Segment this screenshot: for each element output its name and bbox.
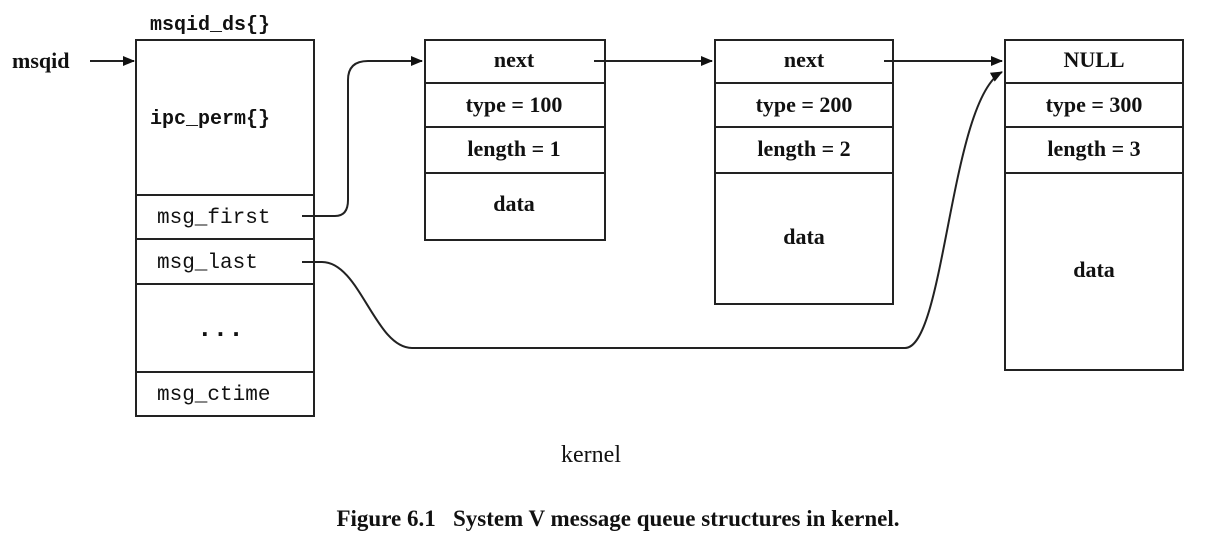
message-node-2: next type = 200 length = 2 data [714, 39, 894, 305]
message-length: length = 3 [1047, 136, 1140, 161]
ipc-perm-field: ipc_perm{} [150, 108, 270, 131]
kernel-label: kernel [561, 442, 621, 468]
message-node-3: NULL type = 300 length = 3 data [1004, 39, 1184, 371]
msg-first-field: msg_first [157, 207, 270, 230]
message-type: type = 100 [466, 92, 563, 117]
msg-last-pointer [302, 71, 1003, 349]
message-length: length = 1 [467, 136, 560, 161]
msg-first-pointer [302, 56, 423, 217]
message-data: data [493, 191, 535, 216]
msg-last-field: msg_last [157, 252, 258, 275]
message-type: type = 200 [756, 92, 853, 117]
message-next: next [784, 47, 825, 72]
message-data: data [783, 224, 825, 249]
msg-ctime-field: msg_ctime [157, 384, 270, 407]
ellipsis-field: ... [197, 314, 244, 344]
message-next: NULL [1063, 47, 1124, 72]
message-length: length = 2 [757, 136, 850, 161]
figure-caption: Figure 6.1 System V message queue struct… [336, 506, 899, 531]
message-type: type = 300 [1046, 92, 1143, 117]
message-next: next [494, 47, 535, 72]
message-data: data [1073, 257, 1115, 282]
msqid-label: msqid [12, 48, 69, 73]
message-node-1: next type = 100 length = 1 data [424, 39, 606, 241]
msqid-ds-struct: ipc_perm{} msg_first msg_last ... msg_ct… [135, 39, 315, 417]
msqid-ds-title: msqid_ds{} [150, 14, 270, 37]
message-box [1004, 39, 1184, 371]
message-box [424, 39, 606, 241]
msqid-ds-box [135, 39, 315, 417]
